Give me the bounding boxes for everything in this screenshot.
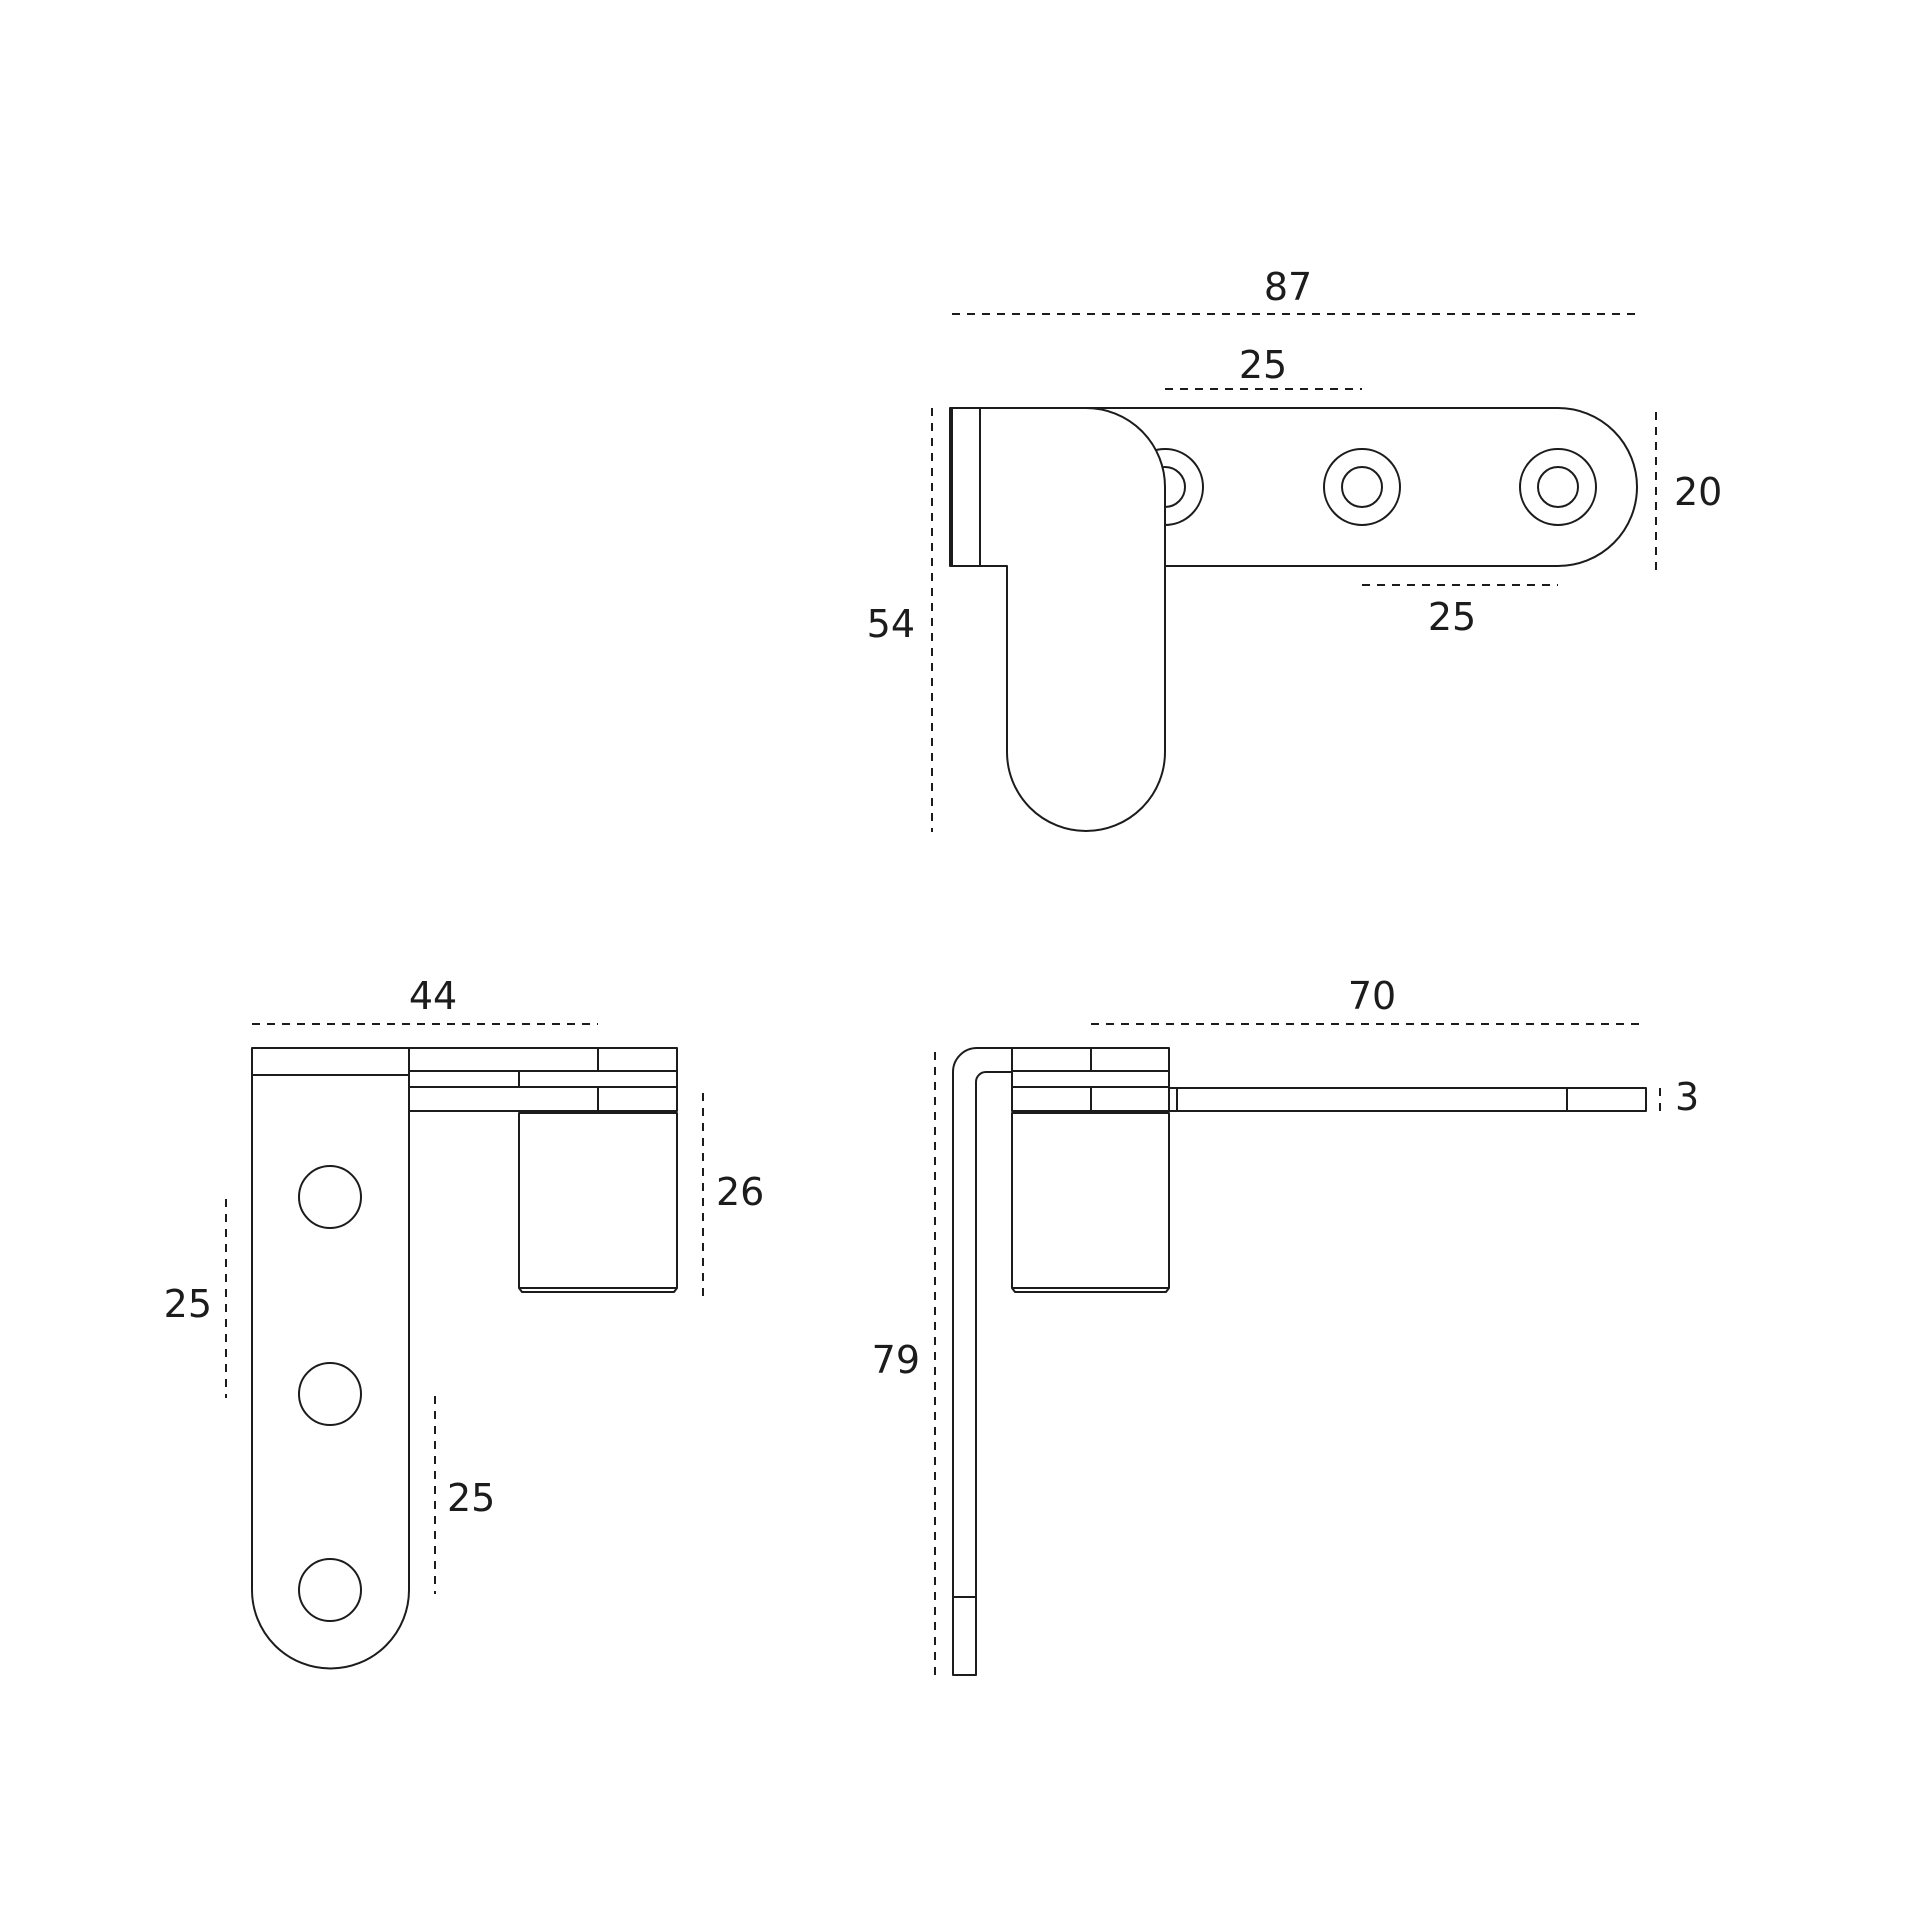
side-view-pivot-cylinder bbox=[518, 1112, 678, 1293]
top-view-dim-87-label: 87 bbox=[1264, 265, 1312, 309]
side-view-layer-3 bbox=[408, 1086, 678, 1112]
front-view: 70 3 79 bbox=[872, 974, 1699, 1676]
top-view-dim-54-label: 54 bbox=[867, 602, 915, 646]
front-view-bent-plate bbox=[952, 1047, 1013, 1676]
top-view-dim-25a-label: 25 bbox=[1239, 343, 1287, 387]
side-view-hole-3 bbox=[298, 1558, 362, 1622]
side-view-hole-2 bbox=[298, 1362, 362, 1426]
front-view-pivot-cylinder bbox=[1011, 1112, 1170, 1293]
front-view-dim-3-label: 3 bbox=[1675, 1075, 1699, 1119]
top-view-dim-20-label: 20 bbox=[1674, 470, 1722, 514]
side-view-layer-2 bbox=[518, 1070, 678, 1088]
top-view-dim-25b-label: 25 bbox=[1428, 595, 1476, 639]
top-view-hole-2-inner bbox=[1341, 466, 1383, 508]
side-view-dim-25a-label: 25 bbox=[164, 1282, 212, 1326]
side-view-hole-1 bbox=[298, 1165, 362, 1229]
front-view-arm bbox=[1168, 1087, 1647, 1112]
side-view-dim-25b-label: 25 bbox=[447, 1476, 495, 1520]
top-view: 87 25 25 20 54 bbox=[867, 265, 1722, 832]
top-view-hole-3-inner bbox=[1537, 466, 1579, 508]
front-view-dim-70-label: 70 bbox=[1348, 974, 1396, 1018]
side-view-dim-44-label: 44 bbox=[409, 974, 457, 1018]
top-view-edge-plate bbox=[951, 407, 981, 567]
side-view-dim-26-label: 26 bbox=[716, 1170, 764, 1214]
front-view-dim-79-label: 79 bbox=[872, 1338, 920, 1382]
side-view-top-cap bbox=[251, 1047, 410, 1076]
front-view-layer-2 bbox=[1011, 1070, 1170, 1088]
side-view: 44 26 25 25 bbox=[164, 974, 764, 1670]
top-view-pivot-body bbox=[951, 407, 1166, 832]
side-view-layer-1 bbox=[408, 1047, 678, 1072]
